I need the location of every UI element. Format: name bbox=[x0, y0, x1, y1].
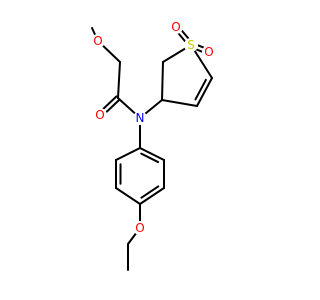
bond-ring-c3-c2 bbox=[161, 61, 164, 101]
bond-ring-c5-c4 bbox=[196, 77, 213, 107]
bond-aryl-inner bbox=[140, 185, 160, 199]
atom-label-o-carbonyl: O bbox=[95, 108, 104, 122]
bond-layer bbox=[91, 24, 213, 271]
atom-background bbox=[169, 20, 183, 34]
bond-ring-c4-c3 bbox=[161, 99, 198, 107]
atom-background bbox=[184, 38, 198, 52]
atom-label-o-sulfone-1: O bbox=[171, 20, 180, 34]
bond-aryl bbox=[115, 147, 141, 161]
atom-background bbox=[202, 45, 216, 59]
bond-ring-alkene bbox=[194, 78, 207, 101]
atom-label-o-ethoxy: O bbox=[135, 221, 144, 235]
bond-aryl bbox=[139, 147, 165, 161]
atom-label-o-methoxy: O bbox=[93, 34, 102, 48]
bond-aryl bbox=[115, 187, 141, 205]
atom-background bbox=[91, 34, 105, 48]
atom-label-n-amide: N bbox=[136, 111, 145, 125]
atom-background bbox=[93, 108, 107, 122]
bond-aryl-inner bbox=[140, 152, 160, 164]
bond-aryl bbox=[139, 187, 165, 205]
atom-background bbox=[133, 221, 147, 235]
atom-label-o-sulfone-2: O bbox=[204, 45, 213, 59]
bond-ch2-carbonyl bbox=[117, 61, 121, 99]
atom-background bbox=[133, 111, 147, 125]
atom-label-s-sulfone: S bbox=[187, 38, 195, 52]
